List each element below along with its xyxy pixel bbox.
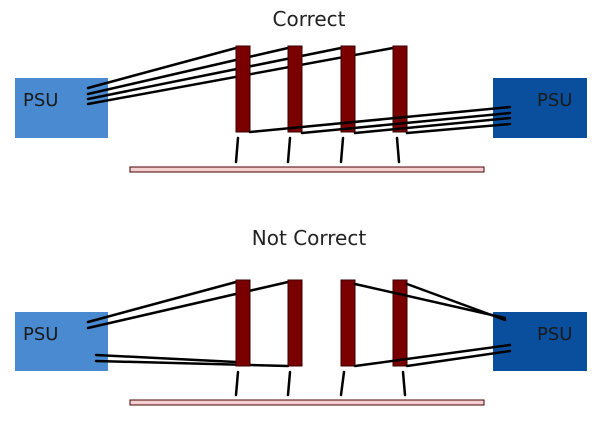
wire-right-to-bar-4 (405, 122, 512, 135)
wire-left-to-bar-2 (86, 46, 290, 96)
wire-right-top-bar-4 (405, 282, 507, 322)
bar-4 (392, 279, 408, 367)
wire-left-top-bar-2 (86, 280, 290, 330)
bar-3 (340, 279, 356, 367)
wire-left-to-bar-1 (86, 46, 238, 90)
section-title-correct: Correct (273, 7, 346, 31)
wire-left-to-bar-3 (86, 46, 343, 101)
section-not-correct: Not Correct PSU PSU (15, 226, 587, 406)
psu-left-label: PSU (23, 324, 58, 345)
lead-bar-1 (234, 136, 240, 164)
ground-rail (129, 399, 485, 406)
wire-right-top-bar-3 (353, 282, 507, 320)
wire-right-to-bar-3 (353, 116, 512, 135)
bar-2 (287, 45, 303, 133)
psu-left-label: PSU (23, 90, 58, 111)
wire-right-bottom-bar-3 (353, 343, 512, 368)
lead-bar-4 (395, 136, 401, 164)
psu-right-box (493, 312, 587, 371)
wire-right-to-bar-2 (300, 111, 512, 135)
lead-bar-4 (401, 370, 407, 397)
lead-bar-2 (286, 370, 292, 397)
bar-4 (392, 45, 408, 133)
psu-right-label: PSU (537, 324, 572, 345)
wire-left-bottom-bar-1 (94, 353, 238, 364)
lead-bar-3 (339, 370, 346, 397)
bar-1 (235, 45, 251, 133)
wire-left-bottom-bar-2 (94, 359, 290, 368)
psu-right-label: PSU (537, 90, 572, 111)
bar-1 (235, 279, 251, 367)
bar-2 (287, 279, 303, 367)
ground-rail (129, 166, 485, 173)
lead-bar-2 (286, 136, 292, 164)
section-correct: Correct PSU PSU (15, 7, 587, 173)
wire-right-to-bar-1 (248, 105, 512, 134)
wire-right-bottom-bar-4 (405, 349, 512, 368)
lead-bar-3 (339, 136, 345, 164)
wire-left-top-bar-1 (86, 280, 238, 324)
section-title-not-correct: Not Correct (252, 226, 367, 250)
bar-3 (340, 45, 356, 133)
lead-bar-1 (234, 370, 240, 397)
